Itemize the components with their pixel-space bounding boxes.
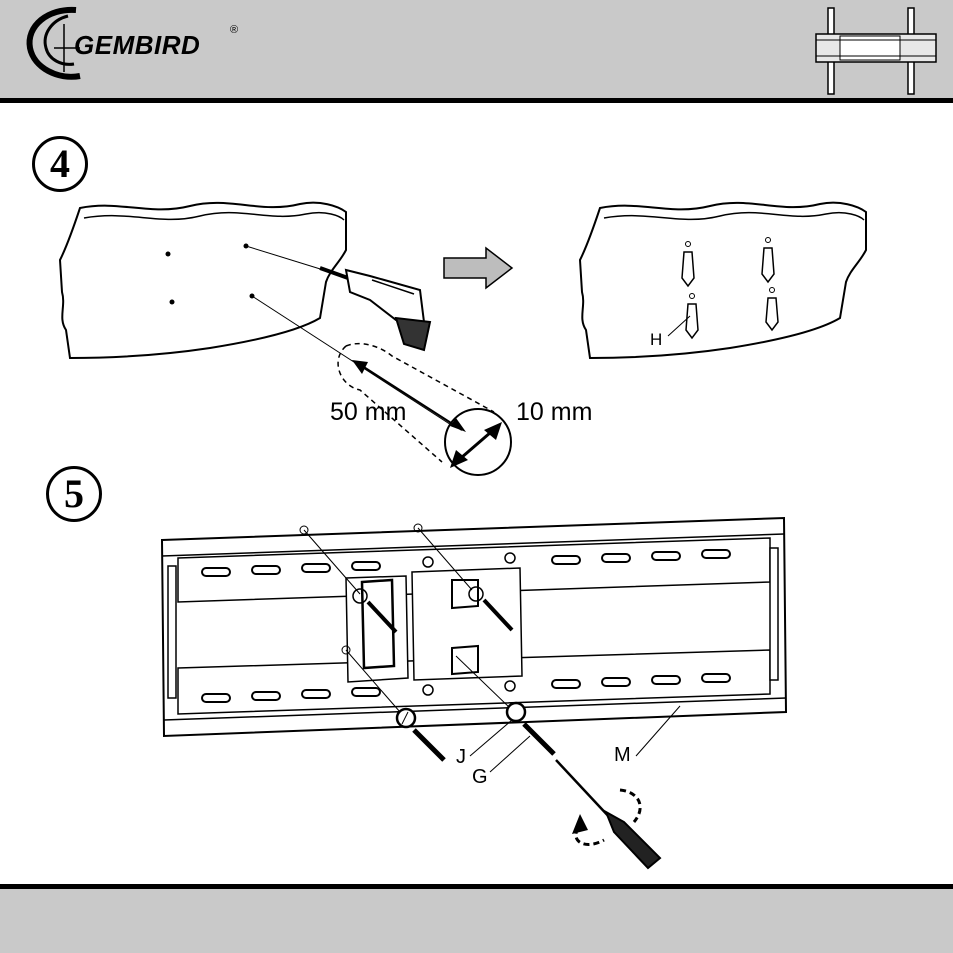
part-label-g: G — [472, 766, 488, 789]
part-label-m: M — [614, 744, 631, 767]
page-footer — [0, 884, 953, 953]
screwdriver-icon — [556, 760, 660, 868]
part-label-j: J — [456, 746, 466, 769]
wall-bracket-icon — [162, 518, 786, 772]
